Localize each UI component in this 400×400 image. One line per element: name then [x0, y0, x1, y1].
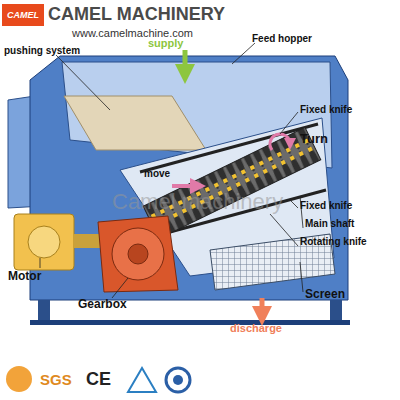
- watermark: Camel machinery: [112, 190, 283, 214]
- motion-label: Turn: [300, 132, 328, 146]
- logo-text: CAMEL: [7, 10, 39, 20]
- flow-label: supply: [148, 37, 183, 49]
- cert-badge: CE: [86, 370, 111, 390]
- part-label: Fixed knife: [300, 104, 352, 115]
- part-label: pushing system: [4, 45, 80, 56]
- part-label: Screen: [305, 288, 345, 301]
- motion-label: move: [144, 168, 170, 179]
- flow-label: discharge: [230, 322, 282, 334]
- part-label: Motor: [8, 270, 41, 283]
- part-label: Main shaft: [305, 218, 354, 229]
- part-label: Feed hopper: [252, 33, 312, 44]
- cert-badge: SGS: [40, 372, 72, 389]
- part-label: Fixed knife: [300, 200, 352, 211]
- part-label: Rotating knife: [300, 236, 367, 247]
- logo-box: CAMEL: [2, 4, 44, 26]
- part-label: Gearbox: [78, 298, 127, 311]
- brand-title: CAMEL MACHINERY: [48, 5, 225, 25]
